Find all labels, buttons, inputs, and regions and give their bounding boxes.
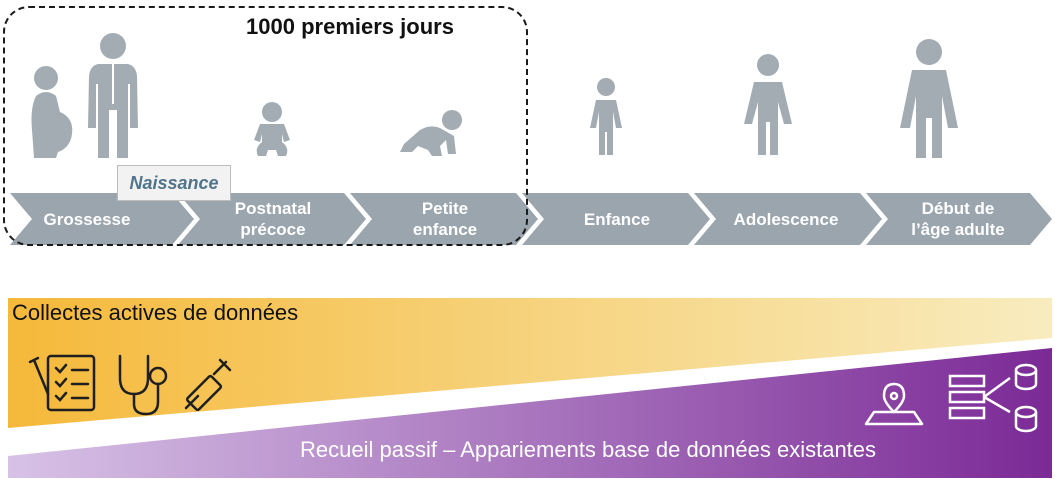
stage-enfance: Enfance (552, 209, 682, 230)
database-network-icon (948, 363, 1038, 433)
chevron-adulte (866, 193, 1052, 245)
first-1000-days-title: 1000 premiers jours (246, 14, 454, 39)
birth-marker: Naissance (117, 165, 231, 201)
chevron-enfance (522, 193, 710, 245)
stage-petite-enfance-line1: Petite (421, 199, 469, 218)
chevron-grossesse (10, 193, 194, 245)
stage-postnatal: Postnatal précoce (208, 198, 338, 240)
stage-petite-enfance-line2: enfance (412, 220, 478, 239)
stage-postnatal-line1: Postnatal (234, 199, 312, 218)
passive-collection-band (8, 348, 1052, 478)
chevron-adolescence (694, 193, 882, 245)
checklist-icon (28, 354, 96, 412)
timeline-arrows (10, 193, 1052, 245)
passive-collection-label: Recueil passif – Appariements base de do… (300, 437, 877, 462)
stage-enfance-line1: Enfance (583, 210, 651, 229)
stage-adulte-line1: Début de (921, 199, 995, 218)
stage-adolescence: Adolescence (716, 209, 856, 230)
active-collection-label: Collectes actives de données (12, 300, 299, 325)
adolescent-figure-icon (744, 54, 792, 155)
stage-adulte: Début de l’âge adulte (888, 198, 1028, 240)
stage-adulte-line2: l’âge adulte (911, 220, 1005, 239)
baby-sitting-icon (254, 102, 290, 156)
stage-adolescence-line1: Adolescence (733, 210, 839, 229)
stage-grossesse-line1: Grossesse (43, 210, 131, 229)
pregnant-woman-icon (31, 66, 73, 158)
syringe-icon (184, 358, 232, 412)
stage-petite-enfance: Petite enfance (380, 198, 510, 240)
stage-grossesse: Grossesse (32, 209, 142, 230)
adult-figure-icon (900, 39, 958, 158)
chevron-petite-enfance (350, 193, 538, 245)
father-figure-icon (88, 33, 138, 158)
active-collection-band (8, 298, 1052, 428)
map-location-icon (864, 382, 924, 426)
chevron-postnatal (178, 193, 366, 245)
stage-postnatal-line2: précoce (240, 220, 306, 239)
child-figure-icon (590, 78, 622, 155)
crawling-baby-icon (400, 110, 462, 156)
stethoscope-icon (118, 354, 168, 416)
